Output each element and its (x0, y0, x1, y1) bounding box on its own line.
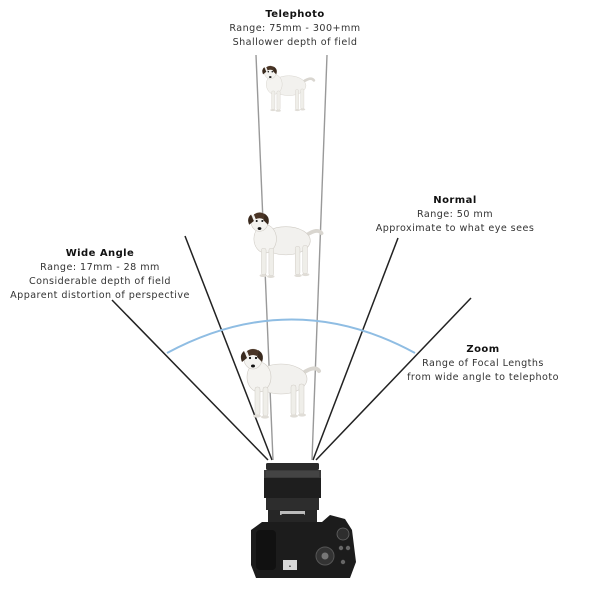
telephoto-range: Range: 75mm - 300+mm (229, 23, 361, 34)
wide-angle-description-1: Considerable depth of field (29, 276, 171, 287)
dog-normal (246, 210, 324, 280)
normal-left-line (184, 235, 273, 461)
dog-telephoto (260, 64, 316, 114)
svg-text:•: • (289, 564, 292, 570)
wide-angle-range: Range: 17mm - 28 mm (40, 262, 160, 273)
wide-angle-description-2: Apparent distortion of perspective (10, 290, 190, 301)
telephoto-title: Telephoto (265, 9, 325, 20)
normal-title: Normal (433, 195, 477, 206)
wide-angle-left-line (111, 299, 269, 461)
zoom-arc (166, 318, 416, 354)
dslr-camera: • (251, 463, 356, 578)
normal-description: Approximate to what eye sees (375, 223, 535, 234)
telephoto-description: Shallower depth of field (232, 37, 358, 48)
normal-right-line (312, 237, 399, 461)
zoom-title: Zoom (466, 344, 500, 355)
telephoto-label: Telephoto Range: 75mm - 300+mm Shallower… (195, 8, 395, 50)
normal-range: Range: 50 mm (416, 209, 494, 220)
zoom-description-1: Range of Focal Lengths (422, 358, 544, 369)
wide-angle-right-line (315, 297, 472, 461)
telephoto-right-line (311, 54, 328, 461)
view-lines (111, 235, 472, 461)
normal-label: Normal Range: 50 mm Approximate to what … (355, 194, 555, 236)
zoom-label: Zoom Range of Focal Lengths from wide an… (383, 343, 583, 385)
wide-angle-label: Wide Angle Range: 17mm - 28 mm Considera… (0, 247, 200, 303)
wide-angle-title: Wide Angle (65, 248, 135, 259)
zoom-description-2: from wide angle to telephoto (407, 372, 559, 383)
